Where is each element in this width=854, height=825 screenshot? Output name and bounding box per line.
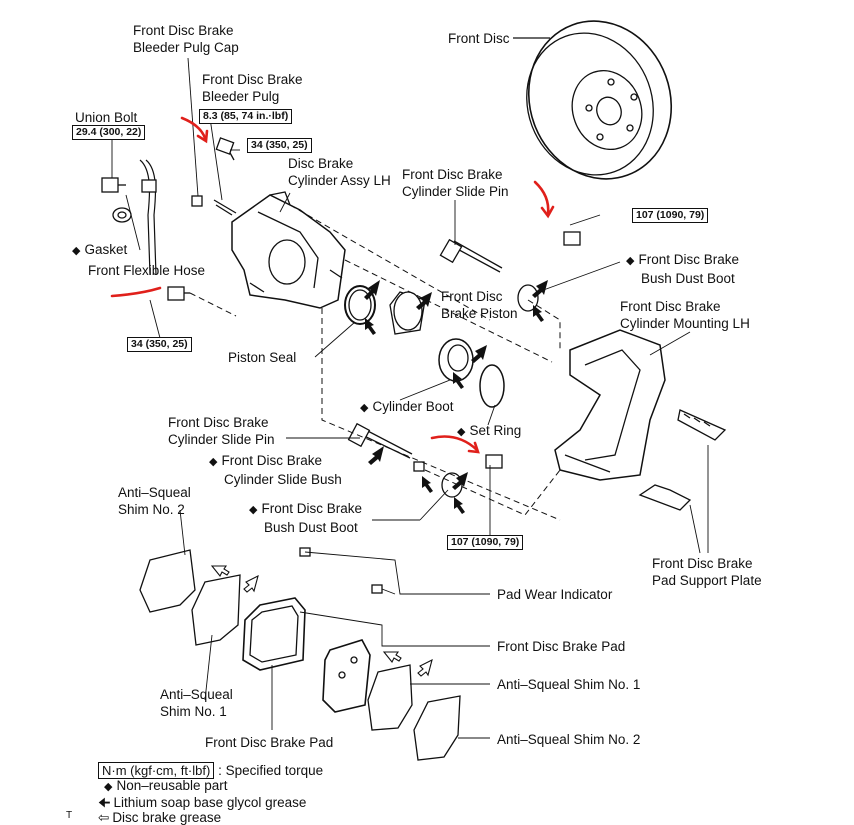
legend-disc-grease: ⇦Disc brake grease — [98, 810, 222, 825]
label-gasket: Gasket — [72, 241, 127, 260]
legend-non-reusable: ◆Non–reusable part — [104, 778, 228, 793]
cylinder-mounting — [554, 329, 666, 481]
front-disc — [513, 20, 673, 180]
label-shim1-right: Anti–Squeal Shim No. 1 — [497, 677, 641, 692]
label-set-ring: Set Ring — [457, 422, 521, 441]
legend: N·m (kgf·cm, ft·lbf) : Specified torque … — [98, 762, 324, 825]
legend-lithium: 🠈Lithium soap base glycol grease — [98, 795, 307, 810]
label-piston-seal: Piston Seal — [228, 350, 297, 365]
corner-mark: T — [66, 810, 73, 821]
label-front-disc: Front Disc — [448, 31, 510, 46]
label-pad-wear: Pad Wear Indicator — [497, 587, 613, 602]
label-cylinder-boot: Cylinder Boot — [360, 398, 453, 417]
outline-arrow-icon: ⇦ — [98, 810, 110, 825]
torque-mount-top: 107 (1090, 79) — [632, 208, 709, 223]
torque-bleeder-bolt: 34 (350, 25) — [247, 138, 312, 153]
caliper-body — [231, 191, 346, 309]
legend-unit-box: N·m (kgf·cm, ft·lbf) — [98, 762, 215, 779]
legend-unit-text: : Specified torque — [218, 763, 324, 778]
label-pad-left: Front Disc Brake Pad — [205, 735, 334, 750]
label-pad-right: Front Disc Brake Pad — [497, 639, 626, 654]
torque-hose-bolt: 34 (350, 25) — [127, 337, 192, 352]
label-union-bolt: Union Bolt — [75, 110, 138, 125]
torque-mount-bottom: 107 (1090, 79) — [447, 535, 524, 550]
torque-bleeder-plug: 8.3 (85, 74 in.·lbf) — [199, 109, 293, 124]
torque-union-bolt: 29.4 (300, 22) — [72, 125, 146, 140]
filled-arrow-icon: 🠈 — [98, 795, 111, 810]
diamond-icon: ◆ — [104, 781, 113, 793]
label-shim2-right: Anti–Squeal Shim No. 2 — [497, 732, 641, 747]
legend-torque: N·m (kgf·cm, ft·lbf) : Specified torque — [98, 762, 324, 779]
label-flexible-hose: Front Flexible Hose — [88, 263, 206, 278]
